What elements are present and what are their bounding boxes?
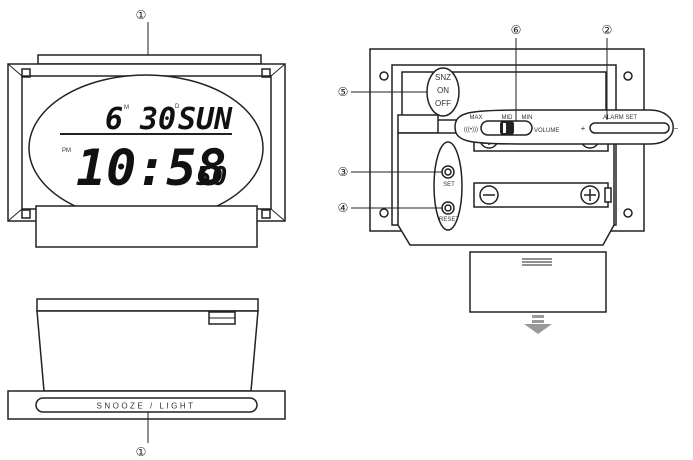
slide-arrow-icon — [524, 315, 552, 334]
lcd-month-mark: M — [124, 105, 129, 111]
top-button — [37, 54, 262, 65]
callout-number: ⑤ — [338, 85, 349, 99]
lcd-weekday: SUN — [178, 102, 233, 137]
snz-off-label: OFF — [435, 99, 451, 108]
reset-label: RESET — [439, 217, 459, 223]
screw-icon — [623, 208, 633, 218]
callout-number: ② — [602, 23, 613, 37]
callout-number: ⑥ — [511, 23, 522, 37]
snooze-light-label: SNOOZE / LIGHT — [96, 402, 195, 411]
volume-min-label: MIN — [522, 115, 533, 121]
screw-icon — [21, 209, 31, 219]
screw-icon — [261, 68, 271, 78]
screw-icon — [379, 208, 389, 218]
alarm-set-label: ALARM SET — [603, 115, 637, 121]
lcd-ampm: PM — [62, 148, 71, 154]
volume-max-label: MAX — [469, 115, 482, 121]
callout-1-bottom: ① — [136, 412, 149, 459]
volume-switch[interactable]: MAX MID MIN (((•))) VOLUME — [464, 115, 559, 136]
snz-switch[interactable]: SNZ ON OFF — [426, 67, 460, 117]
lcd-seconds: 50 — [196, 162, 227, 192]
alarm-plus-label: + — [581, 124, 586, 133]
screw-icon — [623, 71, 633, 81]
snz-label: SNZ — [435, 73, 451, 82]
screw-icon — [261, 209, 271, 219]
volume-slider-knob[interactable] — [500, 121, 514, 135]
callout-number: ① — [136, 445, 147, 459]
snooze-light-bar — [35, 397, 258, 413]
callout-number: ① — [136, 8, 147, 22]
sound-icon: (((•))) — [464, 127, 478, 133]
callout-number: ④ — [338, 201, 349, 215]
battery-cover[interactable] — [469, 251, 607, 313]
callout-2: ② — [602, 23, 613, 120]
front-stand — [35, 205, 258, 248]
callout-4: ④ — [338, 201, 442, 215]
alarm-set-slot[interactable] — [589, 122, 670, 134]
lcd-day-mark: D — [175, 104, 180, 110]
lcd-time: 10:58 — [76, 139, 227, 197]
lcd-day: 30 — [139, 102, 176, 137]
front-view: ① — [7, 8, 286, 248]
lcd-display: 6 M 30 D SUN PM 10:58 50 — [62, 102, 233, 197]
back-view — [369, 48, 645, 246]
alarm-set-slider[interactable]: ALARM SET + − — [581, 115, 679, 134]
screw-icon — [379, 71, 389, 81]
set-button-inner[interactable] — [444, 168, 452, 176]
volume-label: VOLUME — [534, 128, 559, 134]
callout-number: ③ — [338, 165, 349, 179]
alarm-minus-label: − — [674, 124, 679, 133]
side-top-strip — [36, 298, 259, 312]
set-label: SET — [443, 182, 455, 188]
snz-on-label: ON — [437, 86, 449, 95]
callout-6: ⑥ — [511, 23, 522, 121]
lcd-month: 6 — [105, 102, 123, 137]
side-view — [7, 298, 286, 420]
callout-5: ⑤ — [338, 85, 427, 99]
screw-icon — [21, 68, 31, 78]
reset-button-inner[interactable] — [444, 204, 452, 212]
plus-icon — [580, 185, 600, 205]
callout-1-top: ① — [136, 8, 149, 55]
minus-icon — [479, 185, 499, 205]
back-ledge — [397, 114, 439, 134]
volume-mid-label: MID — [502, 115, 514, 121]
callout-3: ③ — [338, 165, 442, 179]
